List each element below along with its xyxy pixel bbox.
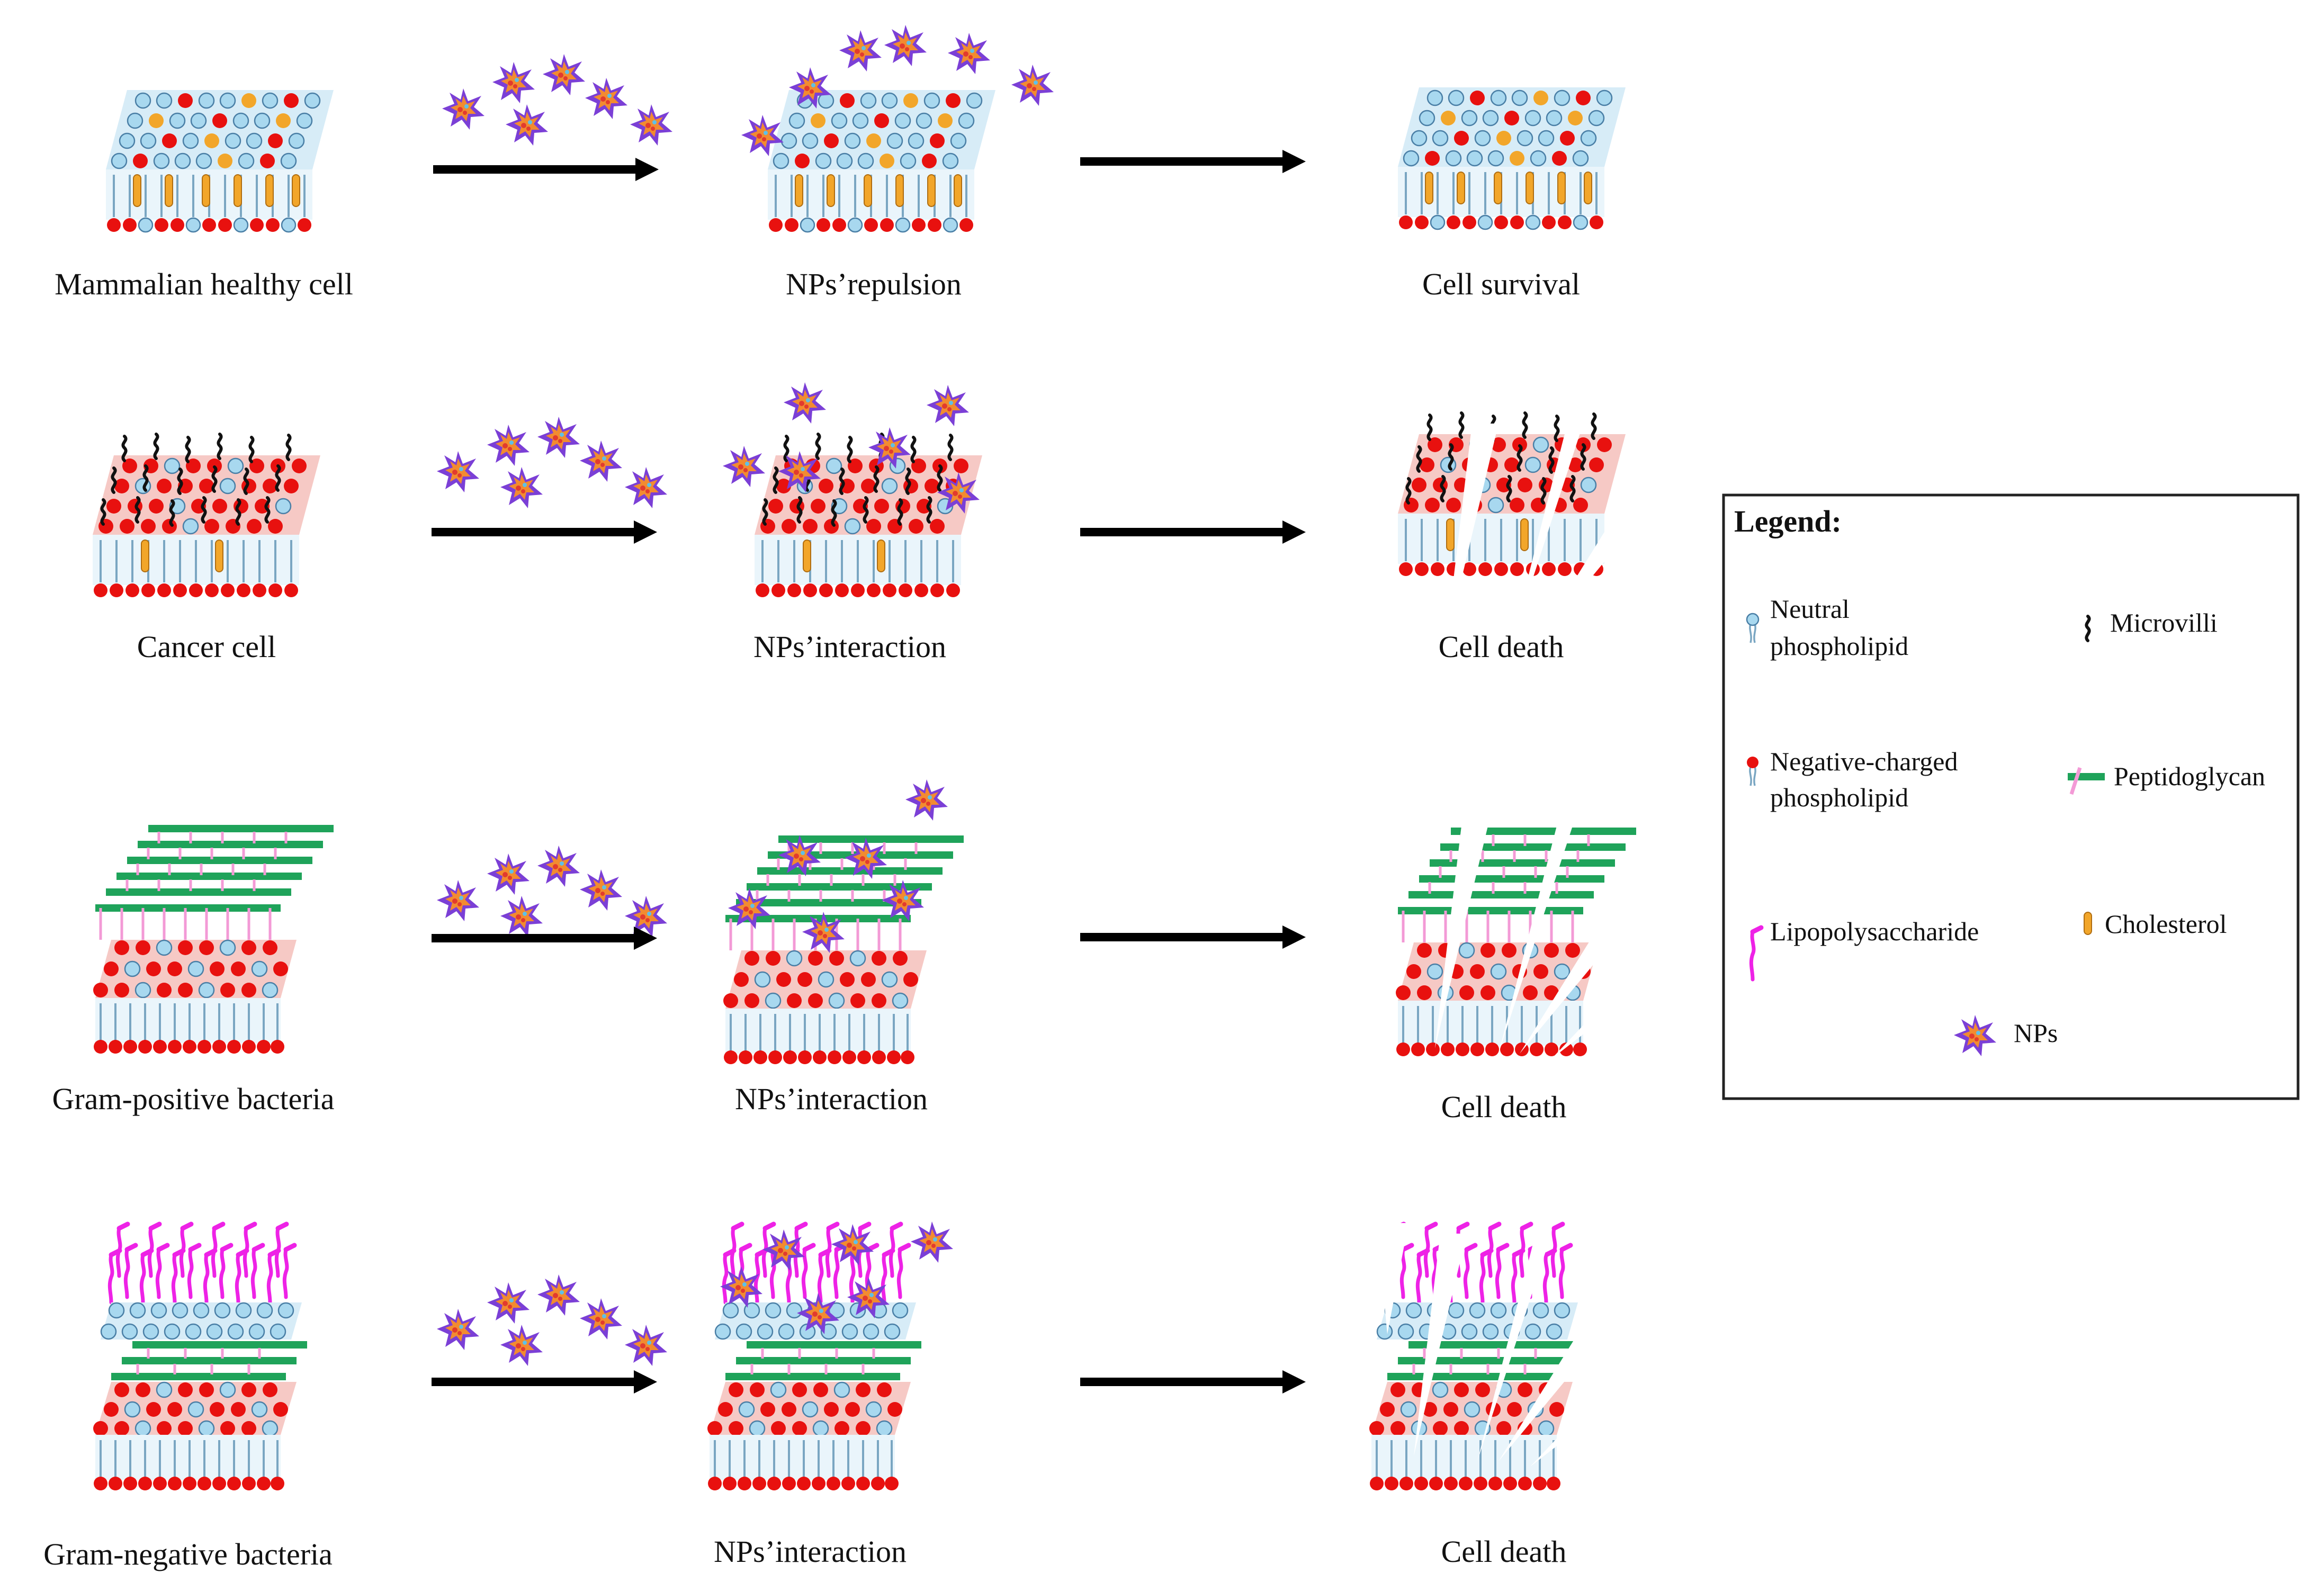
legend-negative-label: Negative-charged (1770, 747, 1958, 776)
free-nanoparticles (437, 417, 667, 508)
outcome-label: Cell death (1441, 1090, 1567, 1124)
interaction-label: NPs’interaction (714, 1534, 907, 1569)
arrow (432, 520, 657, 544)
legend-cholesterol-label: Cholesterol (2105, 909, 2227, 939)
row-healthy: Mammalian healthy cell NPs’repulsion Cel… (55, 25, 1627, 301)
nps-interacting-membrane (723, 382, 982, 597)
legend-neutral-label-2: phospholipid (1770, 631, 1908, 661)
cell-type-label: Cancer cell (137, 630, 276, 664)
arrow (1080, 925, 1306, 949)
legend-peptidoglycan-label: Peptidoglycan (2114, 761, 2265, 791)
free-nanoparticles (442, 54, 672, 146)
legend-neutral-label: Neutral (1770, 594, 1850, 624)
healthy-cell-membrane (105, 89, 335, 233)
arrow (433, 158, 659, 181)
cell-type-label: Gram-positive bacteria (52, 1082, 334, 1116)
legend-microvilli-label: Microvilli (2110, 608, 2218, 637)
gram-negative-membrane (93, 1224, 307, 1490)
arrow (1080, 520, 1306, 544)
legend-title: Legend: (1734, 504, 1842, 538)
interaction-label: NPs’repulsion (786, 267, 962, 301)
free-nanoparticles (437, 846, 667, 937)
nps-interacting-membrane (723, 779, 964, 1064)
free-nanoparticles (437, 1274, 667, 1366)
cholesterol-icon (2084, 912, 2092, 935)
legend-nps-label: NPs (2014, 1018, 2058, 1048)
dying-cell-membrane (1398, 413, 1657, 657)
interaction-label: NPs’interaction (735, 1082, 928, 1116)
row-gram-positive: Gram-positive bacteria NPs’interaction C… (52, 779, 1647, 1124)
arrow (432, 1370, 657, 1394)
legend-negative-label-2: phospholipid (1770, 783, 1908, 812)
legend-box: Legend: Neutral phospholipid Microvilli … (1722, 493, 2300, 1100)
row-gram-negative: Gram-negative bacteria NPs’interaction C… (43, 1221, 1626, 1571)
dying-cell-membrane (1396, 826, 1647, 1059)
nps-interacting-membrane (707, 1221, 953, 1490)
row-cancer: Cancer cell NPs’interaction Cell death (93, 382, 1657, 664)
outcome-label: Cell death (1441, 1534, 1567, 1569)
gram-positive-membrane (93, 829, 334, 1054)
repelled-nps-membrane (741, 25, 1054, 233)
legend-lps-label: Lipopolysaccharide (1770, 916, 1979, 946)
cell-type-label: Gram-negative bacteria (43, 1537, 333, 1571)
dying-cell-membrane (1369, 1223, 1626, 1490)
outcome-label: Cell death (1439, 630, 1564, 664)
peptidoglycan-icon (2068, 767, 2105, 795)
surviving-cell-membrane (1397, 86, 1627, 230)
cancer-cell-membrane (93, 434, 320, 597)
interaction-label: NPs’interaction (753, 630, 946, 664)
arrow (1080, 1370, 1306, 1394)
arrow (432, 927, 657, 950)
arrow (1080, 150, 1306, 173)
outcome-label: Cell survival (1422, 267, 1580, 301)
cell-type-label: Mammalian healthy cell (55, 267, 353, 301)
